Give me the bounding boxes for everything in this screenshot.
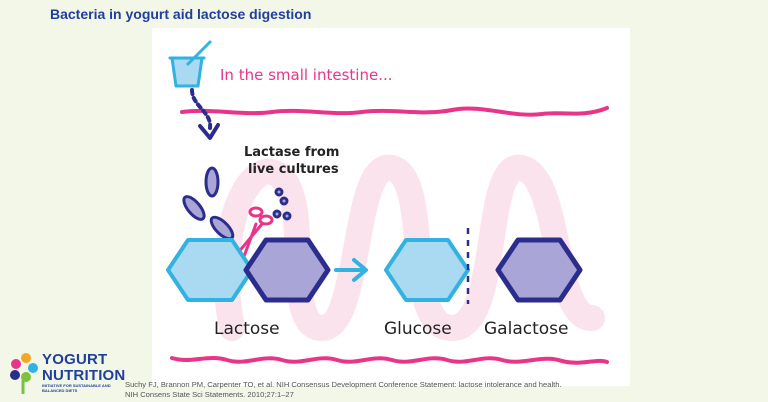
- intestine-wall-bottom: [170, 356, 609, 365]
- location-label: In the small intestine...: [220, 66, 393, 84]
- intestine-wall-top: [180, 106, 609, 117]
- bacteria-dot: [282, 211, 292, 221]
- lactose-label: Lactose: [214, 319, 280, 339]
- glucose-hexagon: [384, 238, 470, 302]
- logo-text-nutrition: NUTRITION: [42, 367, 126, 384]
- bacteria-capsule: [209, 215, 235, 241]
- reaction-arrow-icon: [334, 258, 368, 282]
- galactose-hexagon: [495, 237, 583, 303]
- lactose-glucose-hexagon: [166, 238, 254, 302]
- citation: Suchy FJ, Brannon PM, Carpenter TO, et a…: [125, 380, 685, 400]
- bacteria-particles: [182, 166, 292, 241]
- yogurt-nutrition-logo: YOGURT NUTRITION INITIATIVE FOR SUSTAINA…: [6, 350, 125, 398]
- citation-line2: NIH Consens State Sci Statements. 2010;2…: [125, 390, 294, 399]
- logo-text-yogurt: YOGURT: [42, 351, 108, 368]
- lactose-digestion-diagram: In the small intestine... Lactase from l…: [166, 40, 609, 365]
- dotted-arrow-icon: [190, 88, 220, 140]
- citation-line1: Suchy FJ, Brannon PM, Carpenter TO, et a…: [125, 380, 562, 389]
- bacteria-dot: [279, 196, 289, 206]
- diagram-panel: In the small intestine... Lactase from l…: [152, 28, 630, 386]
- logo-flower-icon: [10, 353, 38, 394]
- bacteria-capsule: [182, 195, 206, 221]
- glucose-label: Glucose: [384, 319, 452, 339]
- bacteria-dot: [274, 187, 284, 197]
- lactose-galactose-hexagon: [243, 237, 331, 303]
- slide-title: Bacteria in yogurt aid lactose digestion: [50, 6, 312, 22]
- enzyme-label-line2: live cultures: [248, 162, 339, 177]
- galactose-label: Galactose: [484, 319, 568, 339]
- logo-tagline: INITIATIVE FOR SUSTAINABLE AND BALANCED …: [42, 383, 111, 393]
- background-swirl: [213, 154, 605, 342]
- enzyme-label-line1: Lactase from: [244, 145, 339, 160]
- bacteria-capsule: [204, 166, 220, 198]
- bacteria-dot: [272, 209, 282, 219]
- yogurt-cup-icon: [168, 40, 212, 88]
